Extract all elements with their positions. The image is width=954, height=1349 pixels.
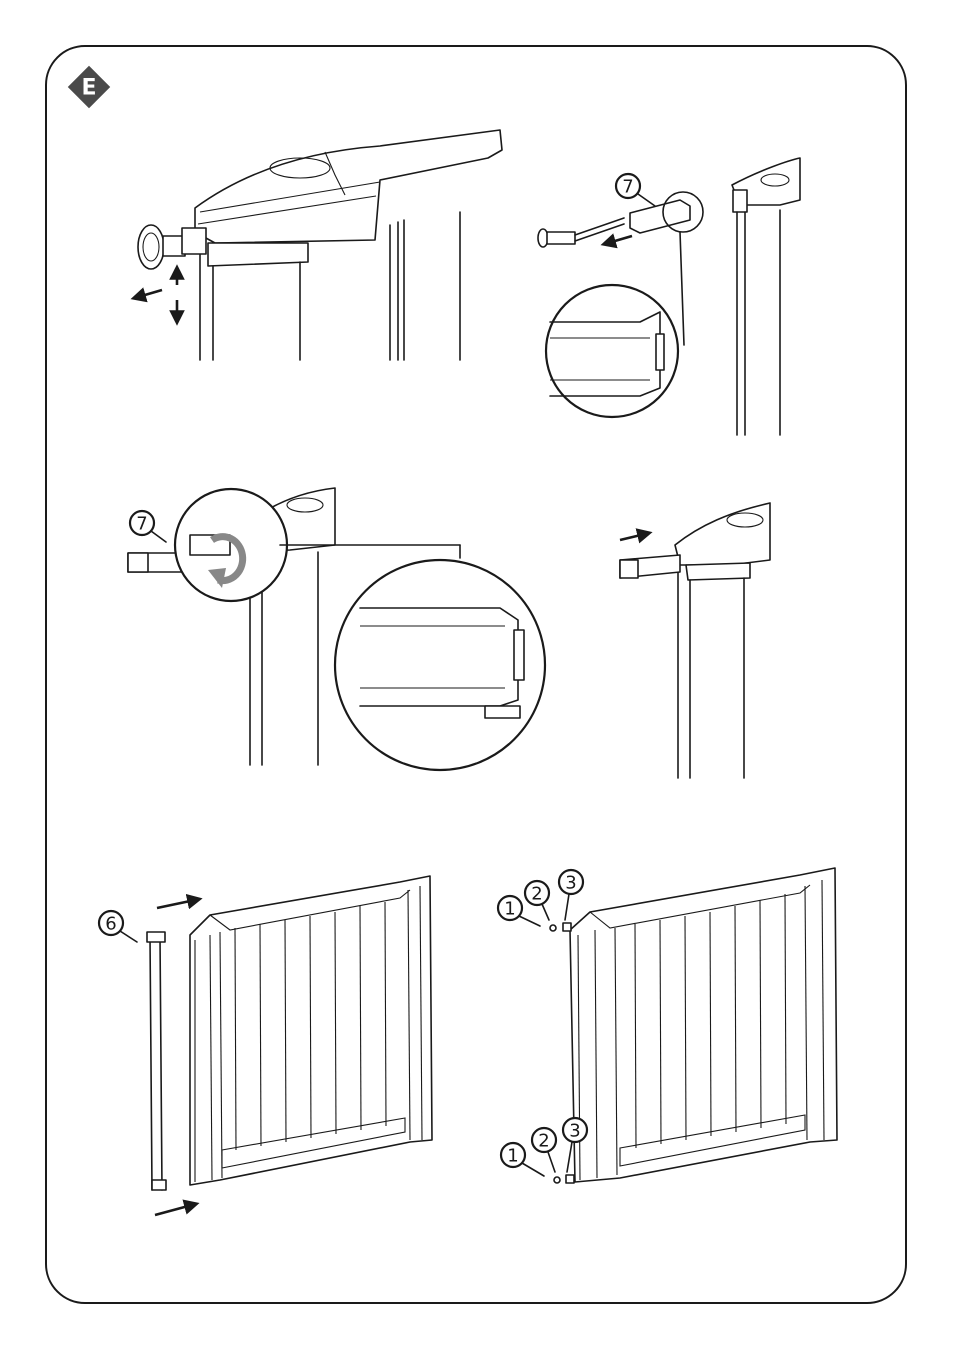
section-badge: E [68,66,110,108]
pull-arrow-icon [138,290,162,297]
callout-part-6: 6 [105,914,116,935]
push-in-arrow-icon [620,534,645,540]
callout-part-3-bottom: 3 [569,1121,580,1142]
pull-out-arrow-icon [608,236,632,243]
panel-remove-knob [138,130,502,360]
top-insert-arrow-icon [157,900,195,908]
panel-insert-part [620,503,770,778]
panel-gate-parts-1-2-3: 1 2 3 1 2 3 [498,868,837,1183]
callout-part-2-bottom: 2 [538,1131,549,1152]
callout-part-7-middle: 7 [136,514,147,535]
bottom-insert-arrow-icon [155,1205,192,1215]
panel-rotate-part-7: 7 [128,488,545,770]
callout-part-7-top: 7 [622,177,633,198]
callout-part-3-top: 3 [565,873,576,894]
section-letter: E [81,76,96,101]
panel-extract-part-7: 7 [538,158,800,435]
callout-part-1-bottom: 1 [507,1146,518,1167]
panel-gate-part-6: 6 [99,876,432,1215]
callout-part-2-top: 2 [531,884,542,905]
callout-part-1-top: 1 [504,899,515,920]
